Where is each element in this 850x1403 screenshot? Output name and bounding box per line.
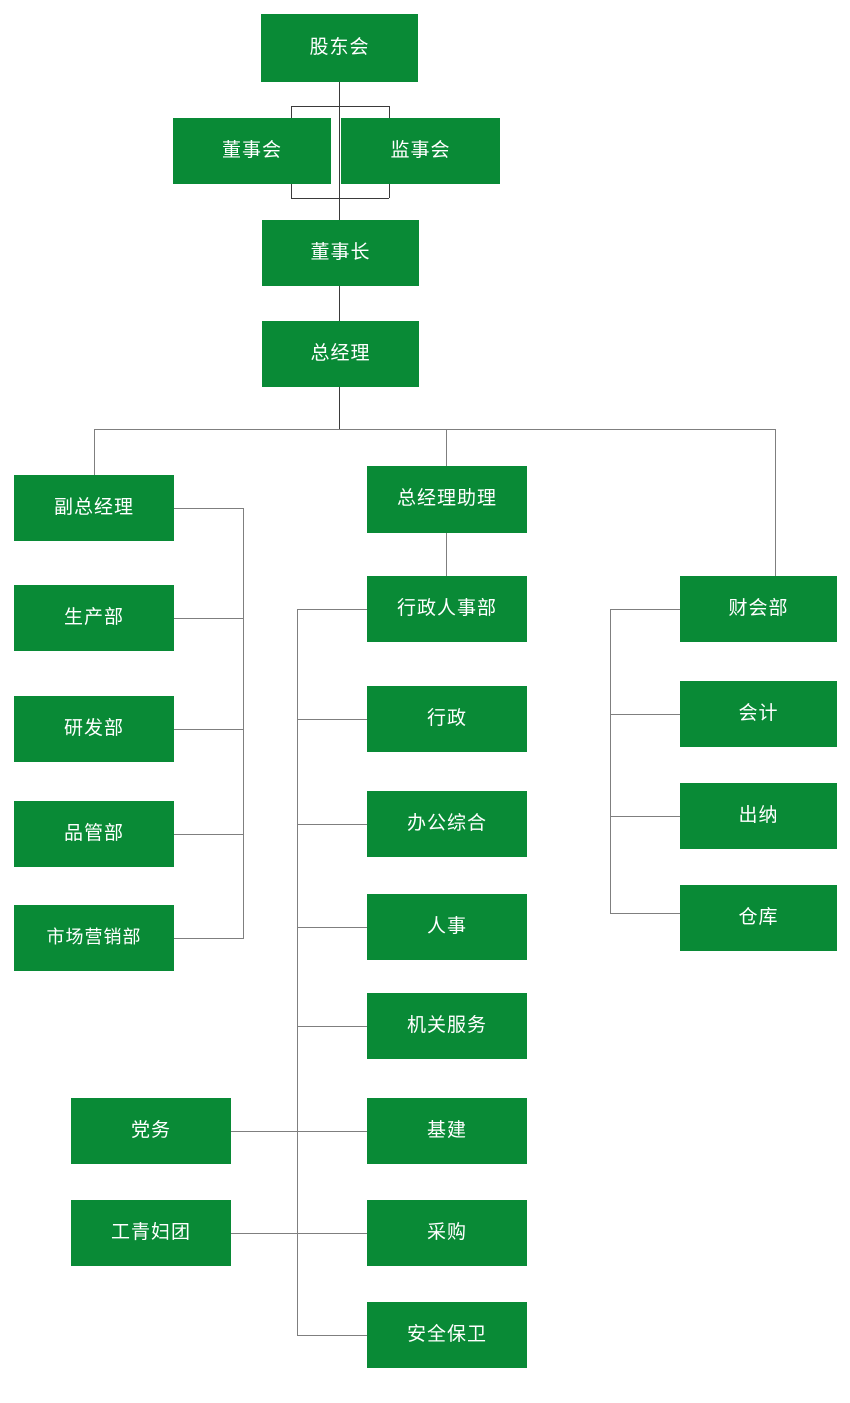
connector-right-stub-finance (610, 609, 680, 610)
connector-mid-stub-admin-hr (297, 609, 367, 610)
connector-left-stub-dgm (174, 508, 244, 509)
connector-fanout-drop-mid (446, 429, 447, 466)
connector-left-stub-marketing (174, 938, 244, 939)
connector-gma-to-admin (446, 533, 447, 576)
node-union-youth-women[interactable]: 工青妇团 (71, 1200, 231, 1266)
connector-to-chairman (339, 184, 340, 220)
node-warehouse[interactable]: 仓库 (680, 885, 837, 951)
connector-mid-stub-hr (297, 927, 367, 928)
connector-mid-bus (297, 609, 298, 1335)
node-deputy-general-manager[interactable]: 副总经理 (14, 475, 174, 541)
node-infrastructure[interactable]: 基建 (367, 1098, 527, 1164)
node-admin-hr-dept[interactable]: 行政人事部 (367, 576, 527, 642)
connector-board-gap (339, 106, 340, 184)
connector-chairman-to-gm (339, 286, 340, 321)
node-agency-service[interactable]: 机关服务 (367, 993, 527, 1059)
node-quality-dept[interactable]: 品管部 (14, 801, 174, 867)
node-board-of-supervisors[interactable]: 监事会 (341, 118, 500, 184)
connector-mid-stub-purchasing (231, 1233, 367, 1234)
node-cashier[interactable]: 出纳 (680, 783, 837, 849)
connector-mid-stub-office (297, 824, 367, 825)
connector-fanout-drop-left (94, 429, 95, 475)
node-gm-assistant[interactable]: 总经理助理 (367, 466, 527, 533)
connector-right-stub-accounting (610, 714, 680, 715)
connector-mid-stub-admin (297, 719, 367, 720)
node-chairman[interactable]: 董事长 (262, 220, 419, 286)
node-hr[interactable]: 人事 (367, 894, 527, 960)
connector-left-stub-quality (174, 834, 244, 835)
connector-mid-stub-infrastructure (231, 1131, 367, 1132)
connector-board-bar (291, 106, 389, 107)
connector-left-stub-rd (174, 729, 244, 730)
connector-right-stub-cashier (610, 816, 680, 817)
connector-board-right-drop (389, 106, 390, 118)
connector-board-right-riser (389, 184, 390, 198)
connector-fanout-drop-right (775, 429, 776, 576)
connector-main-fanout-bar (94, 429, 776, 430)
node-admin[interactable]: 行政 (367, 686, 527, 752)
node-shareholders[interactable]: 股东会 (261, 14, 418, 82)
node-finance-dept[interactable]: 财会部 (680, 576, 837, 642)
node-general-manager[interactable]: 总经理 (262, 321, 419, 387)
connector-board-join-bar (291, 198, 389, 199)
node-rd-dept[interactable]: 研发部 (14, 696, 174, 762)
connector-board-left-riser (291, 184, 292, 198)
node-party-affairs[interactable]: 党务 (71, 1098, 231, 1164)
connector-left-stub-production (174, 618, 244, 619)
connector-mid-stub-security (297, 1335, 367, 1336)
connector-gm-down (339, 387, 340, 429)
node-board-of-directors[interactable]: 董事会 (173, 118, 331, 184)
connector-shareholders-down (339, 82, 340, 106)
node-production-dept[interactable]: 生产部 (14, 585, 174, 651)
connector-mid-stub-agency (297, 1026, 367, 1027)
node-purchasing[interactable]: 采购 (367, 1200, 527, 1266)
connector-right-bus (610, 609, 611, 914)
connector-board-left-drop (291, 106, 292, 118)
node-marketing-dept[interactable]: 市场营销部 (14, 905, 174, 971)
node-accounting[interactable]: 会计 (680, 681, 837, 747)
connector-right-stub-warehouse (610, 913, 680, 914)
node-office-general[interactable]: 办公综合 (367, 791, 527, 857)
node-security[interactable]: 安全保卫 (367, 1302, 527, 1368)
connector-left-bus (243, 508, 244, 939)
